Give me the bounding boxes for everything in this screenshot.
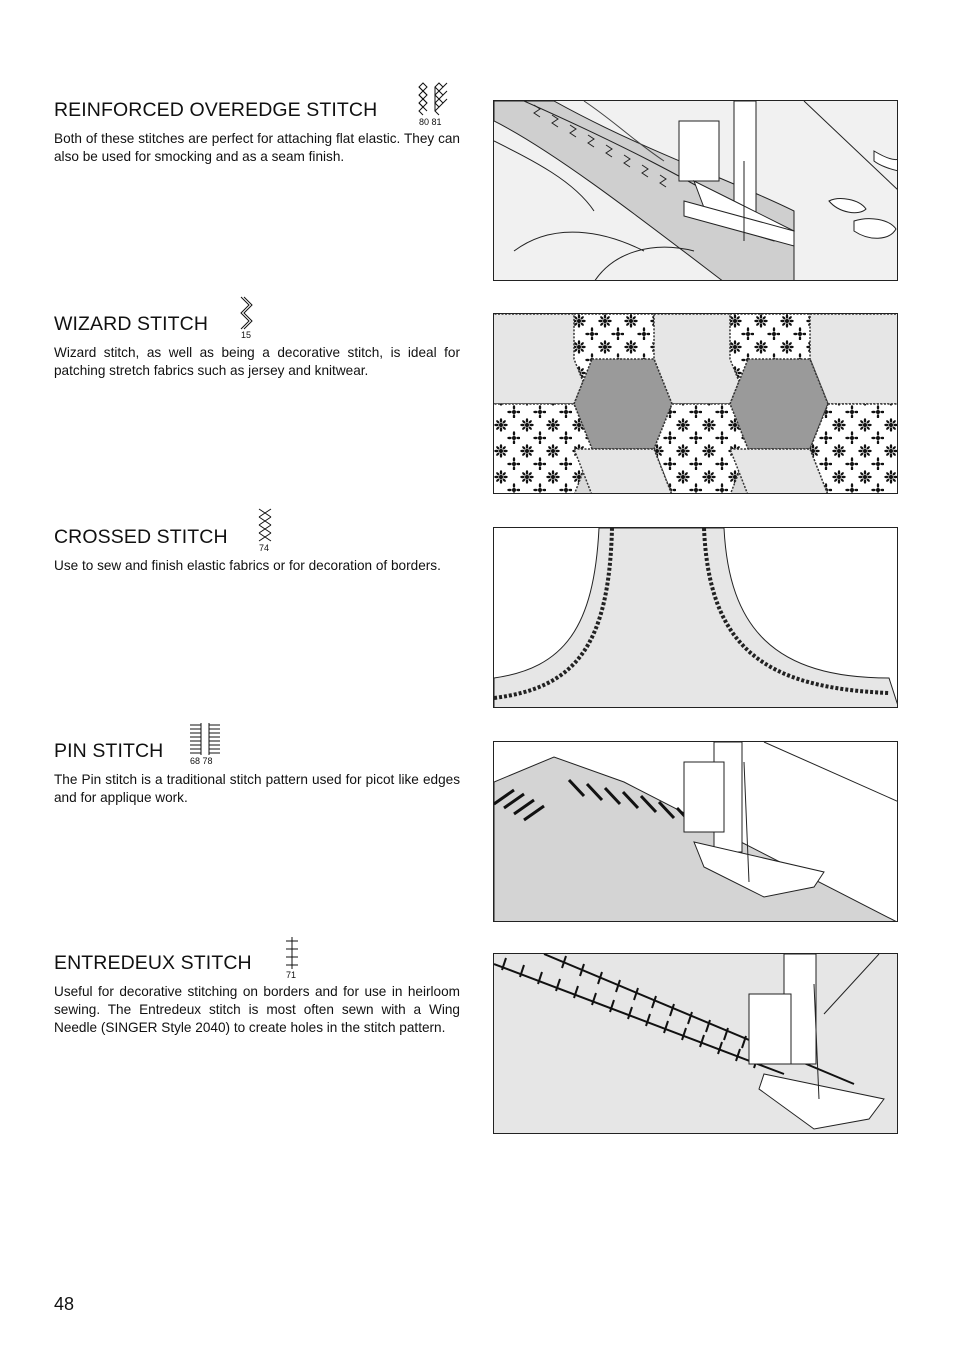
crossed-stitch-icon — [257, 508, 273, 542]
stitch-number: 74 — [259, 543, 270, 553]
reinforced-overedge-stitch-icon — [418, 82, 448, 116]
section-title: WIZARD STITCH — [54, 313, 209, 335]
stitch-number: 15 — [241, 330, 252, 340]
section-title: PIN STITCH — [54, 740, 164, 762]
illustration-entredeux-stitch — [493, 953, 898, 1134]
pin-stitch-icon — [189, 722, 221, 756]
section-description: Useful for decorative stitching on borde… — [54, 984, 460, 1035]
section-title: REINFORCED OVEREDGE STITCH — [54, 99, 378, 121]
stitch-number: 80 81 — [419, 117, 442, 127]
wizard-stitch-icon — [238, 296, 254, 330]
page-number: 48 — [54, 1294, 75, 1314]
illustration-elastic-border — [493, 527, 898, 708]
section-description: Both of these stitches are perfect for a… — [54, 131, 460, 164]
section-title: CROSSED STITCH — [54, 526, 228, 548]
illustration-pin-stitch — [493, 741, 898, 922]
illustration-hexagon-patches — [493, 313, 898, 494]
section-description: Use to sew and finish elastic fabrics or… — [54, 558, 441, 573]
stitch-number: 68 78 — [190, 756, 213, 766]
illustration-elastic-sewing — [493, 100, 898, 281]
section-description: Wizard stitch, as well as being a decora… — [54, 345, 460, 378]
section-title: ENTREDEUX STITCH — [54, 952, 252, 974]
section-description: The Pin stitch is a traditional stitch p… — [54, 772, 460, 805]
stitch-number: 71 — [286, 970, 297, 980]
entredeux-stitch-icon — [284, 936, 300, 970]
